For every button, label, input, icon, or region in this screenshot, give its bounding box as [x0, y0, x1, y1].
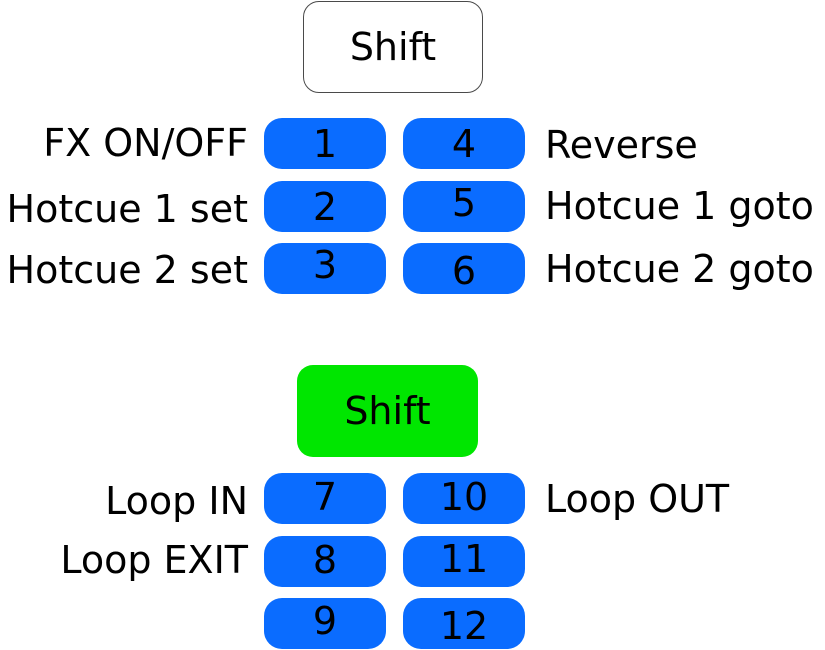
pad-number: 8: [312, 538, 338, 582]
pad-7[interactable]: 7: [264, 473, 386, 524]
pad-8[interactable]: 8: [264, 536, 386, 587]
pad-number: 5: [451, 180, 477, 225]
pad-4[interactable]: 4: [403, 118, 525, 169]
pad-6[interactable]: 6: [403, 243, 525, 294]
pad-3[interactable]: 3: [264, 243, 386, 294]
pad-number: 11: [439, 536, 489, 581]
label-hotcue-2-set: Hotcue 2 set: [6, 248, 249, 292]
label-loop-in: Loop IN: [105, 479, 248, 523]
pad-9[interactable]: 9: [264, 598, 386, 649]
label-hotcue-2-goto: Hotcue 2 goto: [545, 247, 814, 291]
label-hotcue-1-set: Hotcue 1 set: [6, 187, 249, 231]
pad-number: 6: [451, 249, 477, 293]
pad-number: 10: [439, 475, 489, 519]
pad-12[interactable]: 12: [403, 598, 525, 649]
pad-number: 9: [312, 598, 338, 643]
shift-button-released[interactable]: Shift: [303, 1, 483, 93]
pad-number: 4: [451, 121, 477, 166]
pad-5[interactable]: 5: [403, 181, 525, 232]
shift-button-pressed[interactable]: Shift: [297, 365, 478, 457]
pad-number: 3: [312, 242, 338, 287]
shift-label: Shift: [349, 25, 437, 69]
label-hotcue-1-goto: Hotcue 1 goto: [545, 184, 814, 228]
pad-2[interactable]: 2: [264, 181, 386, 232]
pad-number: 2: [312, 184, 338, 229]
pad-number: 1: [312, 121, 338, 166]
pad-1[interactable]: 1: [264, 118, 386, 169]
label-fx-on-off: FX ON/OFF: [43, 121, 248, 165]
pad-11[interactable]: 11: [403, 536, 525, 587]
pad-number: 12: [439, 603, 489, 648]
pad-number: 7: [312, 475, 338, 519]
shift-label: Shift: [344, 389, 431, 433]
label-reverse: Reverse: [545, 123, 698, 167]
label-loop-out: Loop OUT: [545, 477, 730, 521]
label-loop-exit: Loop EXIT: [60, 538, 248, 582]
pad-10[interactable]: 10: [403, 473, 525, 524]
